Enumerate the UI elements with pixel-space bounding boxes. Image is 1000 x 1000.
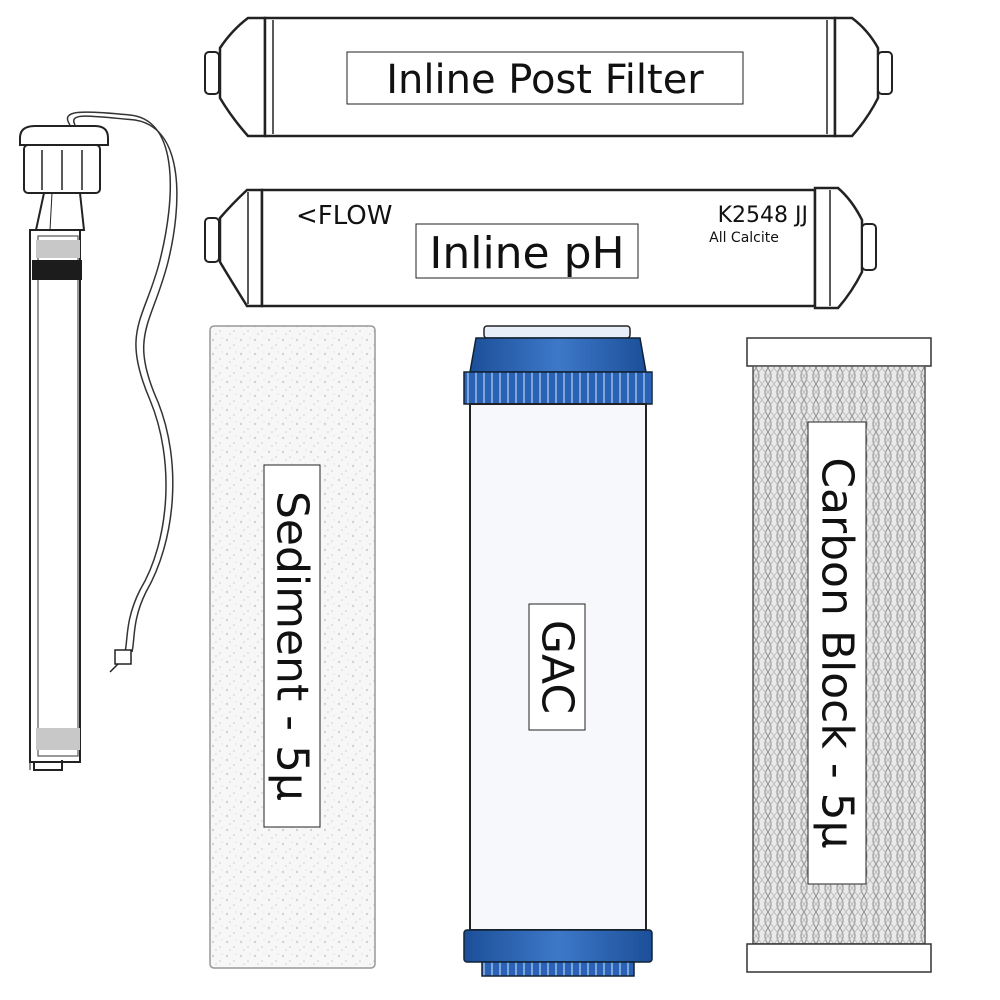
sediment-label: Sediment - 5µ <box>267 491 318 801</box>
gac-top-cap <box>469 337 647 373</box>
gac-bottom-ribs <box>481 961 635 977</box>
right-fitting <box>861 223 877 271</box>
left-end-cap <box>218 16 267 138</box>
lamp-neck <box>34 192 86 231</box>
left-fitting <box>204 217 220 263</box>
right-fitting <box>877 51 893 95</box>
gac-top-lip <box>483 325 631 339</box>
gac-label: GAC <box>532 620 583 714</box>
uv-lamp-assembly <box>19 111 178 771</box>
gac-cartridge: GAC <box>463 325 653 977</box>
right-end-cap <box>813 186 864 310</box>
label-box <box>807 421 867 885</box>
lamp-cap-top <box>19 125 109 146</box>
sediment-cartridge: Sediment - 5µ <box>209 325 376 969</box>
inline-post-filter-label: Inline Post Filter <box>386 57 704 103</box>
inline-ph-label: Inline pH <box>429 228 624 279</box>
lamp-band-top <box>36 240 80 258</box>
cord-connector <box>114 649 132 665</box>
label-box <box>346 51 744 105</box>
left-end-cap <box>218 188 264 308</box>
carbon-bottom-cap <box>746 943 932 973</box>
label-box <box>263 464 321 828</box>
gac-top-ribs <box>463 371 653 405</box>
left-fitting <box>204 51 220 95</box>
media-note: All Calcite <box>709 230 779 246</box>
flow-marking: <FLOW <box>296 201 392 231</box>
label-box <box>528 603 586 731</box>
carbon-block-label: Carbon Block - 5µ <box>812 457 863 848</box>
carbon-top-cap <box>746 337 932 367</box>
inline-post-filter: Inline Post Filter <box>204 16 893 138</box>
carbon-block-cartridge: Carbon Block - 5µ <box>746 337 932 973</box>
gac-bottom-cap <box>463 929 653 963</box>
label-box <box>415 223 639 279</box>
power-cord <box>66 111 171 653</box>
lamp-tube <box>37 235 79 757</box>
lamp-band-bottom <box>36 728 80 750</box>
lamp-hook <box>33 760 63 771</box>
inline-ph-filter: <FLOW K2548 JJ All Calcite Inline pH <box>204 186 877 310</box>
part-code: K2548 JJ <box>718 203 808 228</box>
lamp-band-black <box>32 260 82 280</box>
right-end-cap <box>833 16 880 138</box>
